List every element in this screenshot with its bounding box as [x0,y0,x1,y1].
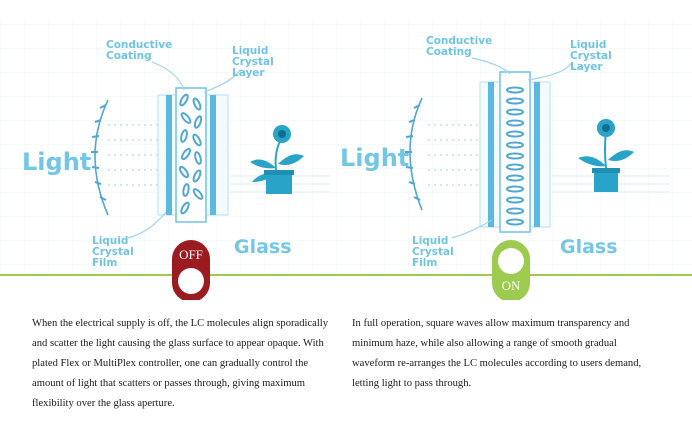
off-conductive-coating-label: Conductive Coating [106,39,173,63]
off-annotation-lines [127,61,241,239]
on-glass-pane [479,71,551,233]
on-toggle-knob [498,248,524,274]
on-conductive-coating-label: Conductive Coating [426,35,493,59]
off-dotted-rays [108,124,158,186]
off-flower-icon [250,125,304,194]
on-dotted-rays [428,124,478,186]
off-light-label: Light [22,148,92,176]
off-panel: OFF [0,61,692,302]
on-lc-molecules-aligned [506,86,524,226]
on-glass-label: Glass [560,236,618,258]
on-toggle-label: ON [502,278,521,293]
off-glass-pane [157,87,229,223]
on-flower-icon [578,119,634,192]
off-toggle-button[interactable]: OFF [172,240,210,302]
on-light-rays [405,97,423,211]
off-description: When the electrical supply is off, the L… [32,318,329,409]
off-lc-molecules-scattered [178,93,204,215]
off-toggle-knob [178,268,204,294]
off-toggle-label: OFF [179,247,203,262]
on-description: In full operation, square waves allow ma… [352,318,642,389]
off-lc-layer-label: Liquid Crystal Layer [232,45,274,80]
on-lc-film-label: Liquid Crystal Film [412,235,454,270]
pdlc-diagram: OFF [0,20,692,302]
diagram-stage: OFF [0,20,692,302]
off-glass-label: Glass [234,236,292,258]
off-light-rays [91,99,109,216]
on-lc-layer-label: Liquid Crystal Layer [570,39,612,74]
background-grid [0,20,692,275]
off-lc-film-label: Liquid Crystal Film [92,235,134,270]
on-annotation-lines [451,57,573,239]
on-toggle-button[interactable]: ON [492,240,530,302]
on-panel: ON [405,57,670,302]
on-light-label: Light [340,144,410,172]
